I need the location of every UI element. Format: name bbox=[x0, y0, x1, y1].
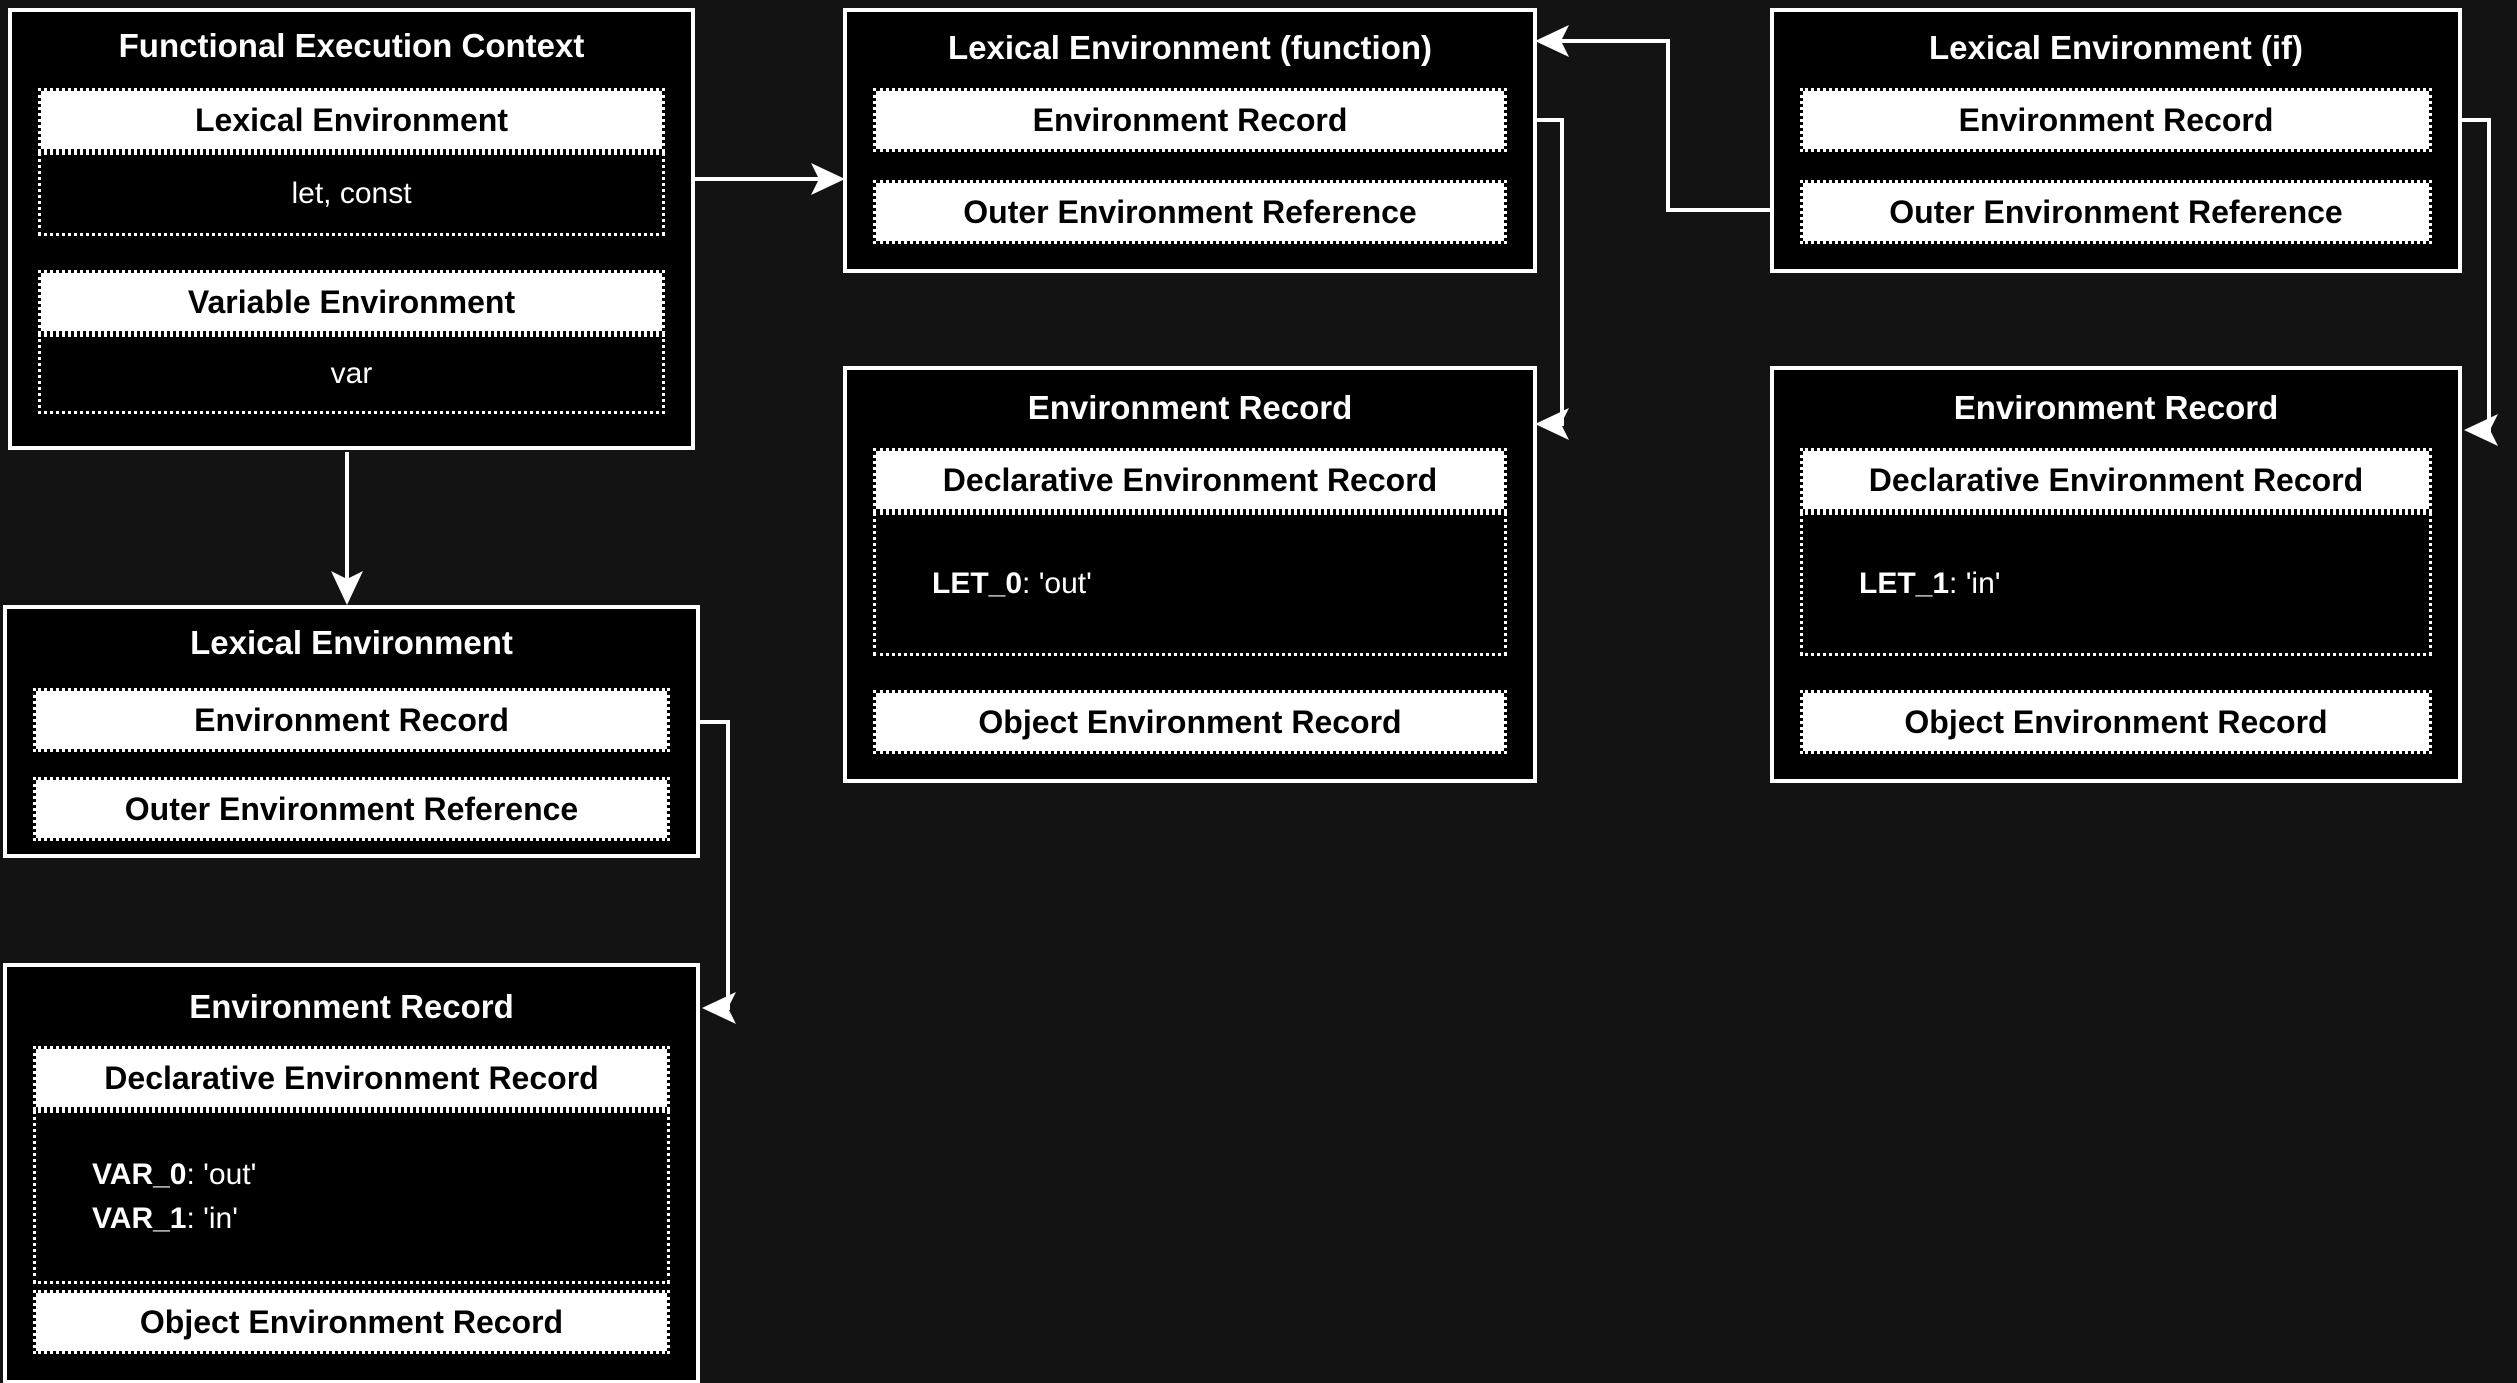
box-functional-execution-context: Functional Execution Context Lexical Env… bbox=[8, 8, 695, 450]
section-declarative-entries: LET_1: 'in' bbox=[1800, 512, 2432, 656]
binding-entry: VAR_0: 'out' bbox=[92, 1158, 256, 1192]
section-object-environment-record: Object Environment Record bbox=[1800, 690, 2432, 754]
binding-entry: LET_1: 'in' bbox=[1859, 567, 2001, 601]
arrowhead-down bbox=[331, 571, 363, 605]
section-variable-environment: Variable Environment bbox=[38, 270, 665, 334]
section-lexical-environment-value: let, const bbox=[38, 152, 665, 236]
box-title: Lexical Environment (function) bbox=[947, 29, 1433, 66]
section-outer-environment-reference: Outer Environment Reference bbox=[873, 180, 1507, 244]
binding-entry: LET_0: 'out' bbox=[932, 567, 1092, 601]
box-title: Environment Record bbox=[189, 988, 514, 1025]
section-declarative-entries: VAR_0: 'out' VAR_1: 'in' bbox=[33, 1110, 670, 1284]
binding-value: : 'out' bbox=[186, 1158, 257, 1191]
section-object-environment-record: Object Environment Record bbox=[33, 1290, 670, 1354]
box-title: Functional Execution Context bbox=[118, 27, 585, 64]
arrowhead-left bbox=[702, 992, 736, 1024]
arrow-fec-to-inner-le bbox=[331, 452, 363, 605]
section-environment-record: Environment Record bbox=[1800, 88, 2432, 152]
box-environment-record-var: Environment Record Declarative Environme… bbox=[3, 963, 700, 1383]
binding-name: VAR_0 bbox=[92, 1158, 187, 1191]
section-declarative-environment-record: Declarative Environment Record bbox=[33, 1046, 670, 1110]
box-lexical-environment-if: Lexical Environment (if) Environment Rec… bbox=[1770, 8, 2462, 273]
binding-value: : 'in' bbox=[186, 1202, 238, 1235]
section-environment-record: Environment Record bbox=[33, 688, 670, 752]
binding-value: : 'out' bbox=[1022, 567, 1092, 600]
section-lexical-environment: Lexical Environment bbox=[38, 88, 665, 152]
box-environment-record-if: Environment Record Declarative Environme… bbox=[1770, 366, 2462, 783]
binding-name: LET_1 bbox=[1859, 567, 1950, 600]
section-declarative-entries: LET_0: 'out' bbox=[873, 512, 1507, 656]
arrowhead-left bbox=[1535, 25, 1569, 57]
section-declarative-environment-record: Declarative Environment Record bbox=[1800, 448, 2432, 512]
section-outer-environment-reference: Outer Environment Reference bbox=[33, 777, 670, 841]
box-title: Environment Record bbox=[1027, 389, 1353, 426]
arrowhead-left bbox=[1535, 408, 1569, 440]
section-object-environment-record: Object Environment Record bbox=[873, 690, 1507, 754]
arrow-if-le-oer-to-function-le bbox=[1535, 25, 1802, 212]
box-lexical-environment-inner: Lexical Environment Environment Record O… bbox=[3, 605, 700, 858]
box-title: Environment Record bbox=[1953, 389, 2279, 426]
binding-name: VAR_1 bbox=[92, 1202, 187, 1235]
arrowhead-left bbox=[2464, 414, 2498, 446]
box-lexical-environment-function: Lexical Environment (function) Environme… bbox=[843, 8, 1537, 273]
box-environment-record-function: Environment Record Declarative Environme… bbox=[843, 366, 1537, 783]
binding-name: LET_0 bbox=[932, 567, 1023, 600]
box-title: Lexical Environment (if) bbox=[1928, 29, 2304, 66]
section-environment-record: Environment Record bbox=[873, 88, 1507, 152]
box-title: Lexical Environment bbox=[190, 624, 513, 661]
binding-entry: VAR_1: 'in' bbox=[92, 1202, 238, 1236]
arrowhead-right bbox=[811, 163, 845, 195]
binding-value: : 'in' bbox=[1949, 567, 2001, 600]
section-variable-environment-value: var bbox=[38, 334, 665, 414]
section-outer-environment-reference: Outer Environment Reference bbox=[1800, 180, 2432, 244]
arrow-fec-to-function-le bbox=[695, 163, 845, 195]
section-declarative-environment-record: Declarative Environment Record bbox=[873, 448, 1507, 512]
